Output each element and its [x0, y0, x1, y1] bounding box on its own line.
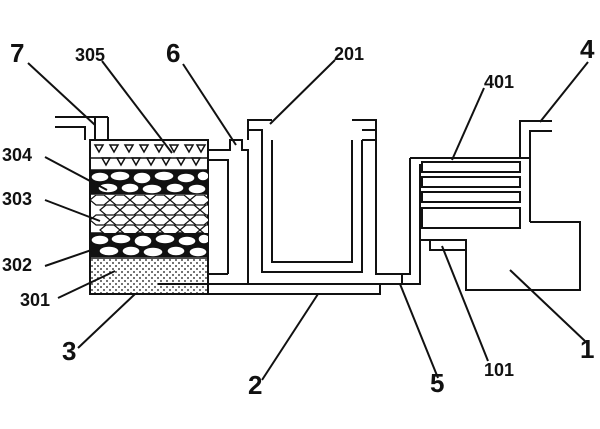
leader-401 — [451, 87, 485, 161]
outlet-pipe-4-inner — [529, 130, 552, 158]
vessel-201-inner — [271, 140, 353, 263]
label-201: 201 — [334, 44, 364, 64]
label-301: 301 — [20, 290, 50, 310]
leader-lines — [27, 59, 589, 381]
label-302: 302 — [2, 255, 32, 275]
layer-303-hexagons — [90, 195, 208, 233]
box-1-inlet-101 — [429, 240, 466, 251]
vessel-201-flange-right — [352, 119, 377, 140]
label-303: 303 — [2, 189, 32, 209]
leader-3 — [77, 293, 136, 349]
connecting-pipes — [158, 119, 421, 295]
leader-303 — [44, 199, 101, 222]
leader-101 — [441, 245, 489, 362]
label-5: 5 — [430, 368, 444, 398]
pipe-5-inner — [392, 164, 421, 285]
pipe-6-inner — [208, 159, 229, 274]
label-3: 3 — [62, 336, 76, 366]
label-4: 4 — [580, 34, 595, 64]
inlet-pipe-7-inner — [55, 126, 86, 140]
vessel-201-flange-left — [247, 119, 272, 140]
label-304: 304 — [2, 145, 32, 165]
pipe-6-outer — [208, 139, 249, 284]
plate-2 — [421, 176, 521, 188]
reference-labels: 7 305 6 201 4 401 304 303 302 301 3 2 5 … — [2, 34, 595, 400]
leader-2 — [261, 293, 319, 381]
leader-6 — [182, 63, 237, 146]
leader-302 — [44, 244, 107, 267]
leader-1 — [509, 269, 587, 343]
layer-301-sand — [91, 259, 207, 293]
label-6: 6 — [166, 38, 180, 68]
vessel-201-outer — [261, 140, 363, 273]
leader-7 — [27, 62, 96, 126]
leader-4 — [539, 61, 589, 123]
plate-4 — [421, 207, 521, 229]
vessel-201-flange-left-inner — [248, 129, 263, 140]
label-401: 401 — [484, 72, 514, 92]
label-101: 101 — [484, 360, 514, 380]
pipe-5-outer — [362, 139, 411, 275]
label-1: 1 — [580, 334, 594, 364]
box-1 — [420, 221, 581, 291]
plate-3 — [421, 191, 521, 203]
layer-304-rocks — [90, 170, 208, 194]
layer-302-rocks — [90, 233, 208, 257]
leader-304 — [44, 156, 108, 191]
leader-201 — [269, 59, 336, 125]
box-1-outline — [420, 221, 581, 291]
leader-301 — [57, 270, 116, 299]
label-305: 305 — [75, 45, 105, 65]
plate-stack-401 — [410, 120, 552, 229]
outlet-pipe-4-outer — [519, 120, 552, 158]
filter-tank — [55, 116, 209, 295]
label-2: 2 — [248, 370, 262, 400]
label-7: 7 — [10, 38, 24, 68]
plate-1 — [421, 161, 521, 173]
leader-305 — [101, 60, 173, 154]
leader-5 — [399, 283, 439, 379]
layer-305-triangles — [93, 144, 207, 167]
